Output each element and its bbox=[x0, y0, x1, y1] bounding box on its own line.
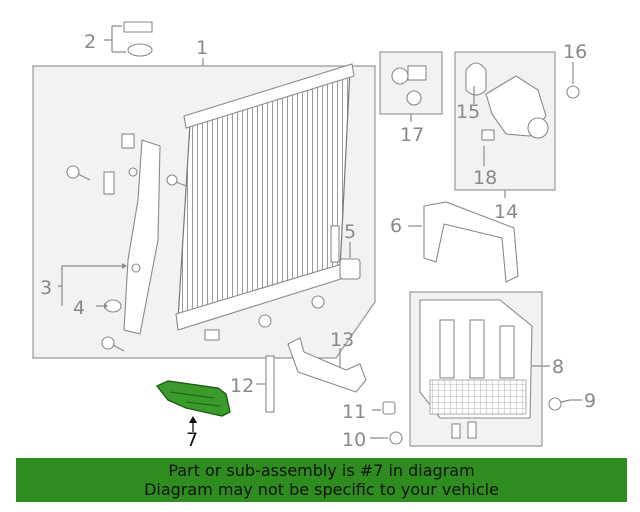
callout-18: 18 bbox=[473, 167, 497, 189]
callout-9: 9 bbox=[584, 390, 596, 412]
radiator-bracket[interactable] bbox=[121, 133, 161, 335]
callout-5: 5 bbox=[344, 221, 356, 243]
callout-12: 12 bbox=[230, 375, 254, 397]
callout-11: 11 bbox=[342, 401, 366, 423]
callout-4: 4 bbox=[73, 297, 85, 319]
leader-lines bbox=[58, 263, 127, 306]
shutter-assembly-panel-8 bbox=[409, 291, 550, 447]
deflector-part-13[interactable] bbox=[287, 337, 367, 393]
info-banner: Part or sub-assembly is #7 in diagram Di… bbox=[16, 458, 627, 502]
banner-line-2: Diagram may not be specific to your vehi… bbox=[144, 480, 499, 499]
callout-13: 13 bbox=[330, 329, 354, 351]
mount-parts-2[interactable] bbox=[104, 21, 153, 57]
radiator-core[interactable] bbox=[175, 63, 355, 331]
air-baffle-part-6[interactable] bbox=[408, 201, 519, 283]
drain-cap-part-5[interactable] bbox=[339, 242, 361, 280]
thermostat-panel-14 bbox=[454, 51, 556, 198]
bolt-part-10[interactable] bbox=[370, 431, 403, 445]
callout-labels: 1 2 3 4 5 6 7 8 9 10 11 12 13 14 15 16 1… bbox=[40, 31, 596, 451]
callout-16: 16 bbox=[563, 41, 587, 63]
highlighted-part-7[interactable] bbox=[155, 380, 231, 432]
fastener-bolts bbox=[66, 165, 325, 352]
callout-3: 3 bbox=[40, 277, 52, 299]
seal-part-12[interactable] bbox=[256, 355, 275, 413]
callout-2: 2 bbox=[84, 31, 96, 53]
hose-fittings-panel-17 bbox=[379, 51, 443, 122]
grommet-part-4[interactable] bbox=[96, 299, 122, 313]
clip-part-11[interactable] bbox=[372, 401, 396, 415]
nut-part-16[interactable] bbox=[566, 62, 580, 99]
callout-7: 7 bbox=[186, 429, 198, 451]
callout-14: 14 bbox=[494, 201, 518, 223]
banner-line-1: Part or sub-assembly is #7 in diagram bbox=[168, 461, 475, 480]
callout-6: 6 bbox=[390, 215, 402, 237]
bolt-part-9[interactable] bbox=[548, 397, 582, 411]
callout-8: 8 bbox=[552, 356, 564, 378]
callout-15: 15 bbox=[456, 101, 480, 123]
callout-17: 17 bbox=[400, 124, 424, 146]
callout-10: 10 bbox=[342, 429, 366, 451]
callout-1: 1 bbox=[196, 37, 208, 59]
